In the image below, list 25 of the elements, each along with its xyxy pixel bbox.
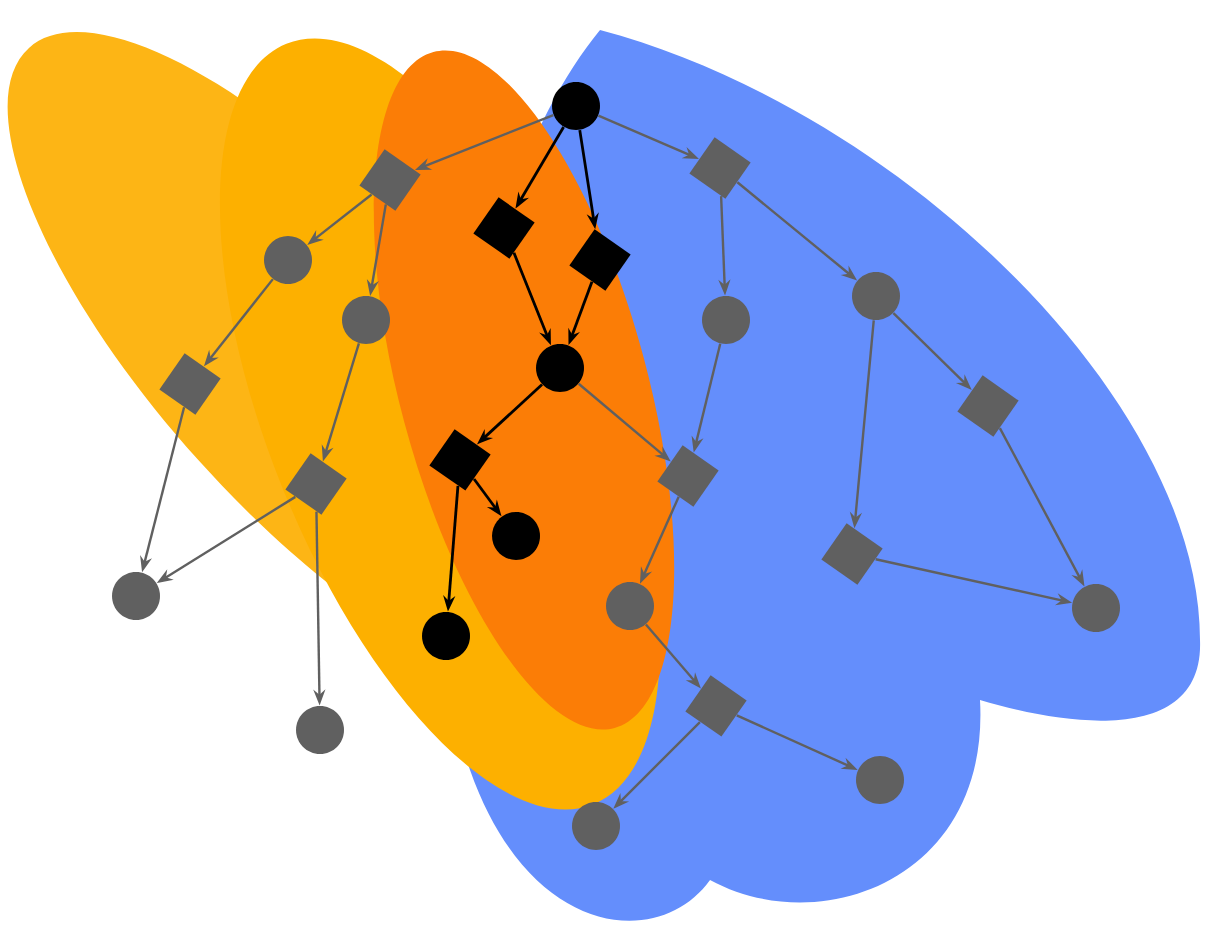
circle-node [852, 272, 900, 320]
circle-node [342, 296, 390, 344]
circle-node [492, 512, 540, 560]
diamond-node [689, 137, 751, 199]
circle-node [572, 802, 620, 850]
diamond-node [473, 197, 535, 259]
circle-node [264, 236, 312, 284]
diamond-node [159, 353, 221, 415]
diamond-node [957, 375, 1019, 437]
circle-node [1072, 584, 1120, 632]
circle-node [422, 612, 470, 660]
circle-node [606, 582, 654, 630]
diamond-node [657, 445, 719, 507]
diamond-node [569, 229, 631, 291]
circle-node [296, 706, 344, 754]
circle-node [112, 572, 160, 620]
diamond-node [359, 149, 421, 211]
circle-node [856, 756, 904, 804]
circle-node [702, 296, 750, 344]
diamond-node [429, 429, 491, 491]
diamond-node [821, 523, 883, 585]
diamond-node [685, 675, 747, 737]
circle-node [552, 82, 600, 130]
circle-node [536, 344, 584, 392]
diamond-node [285, 453, 347, 515]
